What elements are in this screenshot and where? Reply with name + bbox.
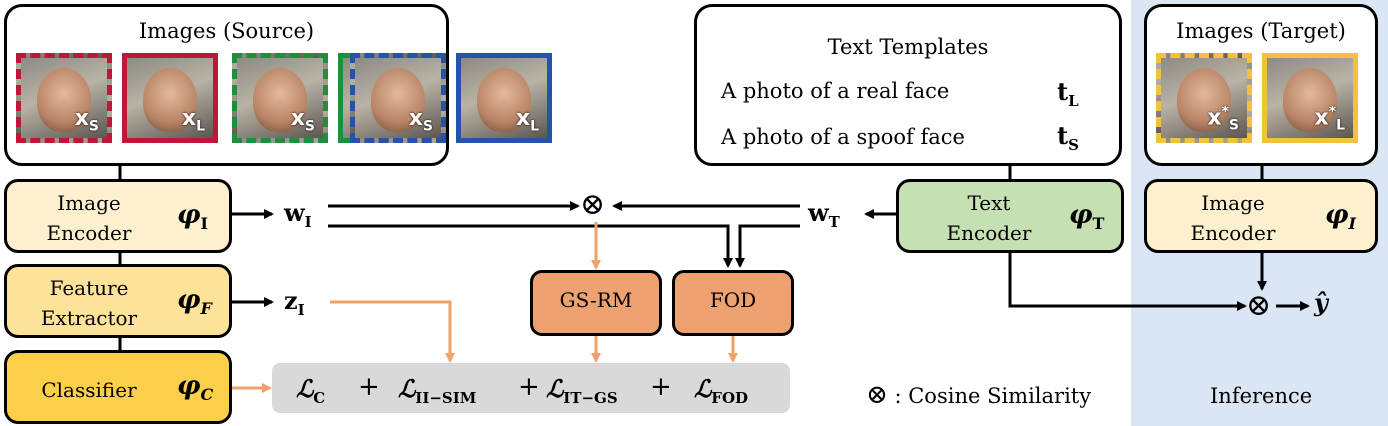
face-photo [1177, 67, 1231, 132]
source-panel-title: Images (Source) [138, 19, 315, 43]
loss-bar [272, 363, 790, 413]
source-image-6: xL [456, 53, 552, 143]
image-label: xS [74, 105, 99, 134]
var-wI: wI [284, 198, 312, 231]
face-photo [371, 67, 425, 132]
cosine-symbol-inference: ⊗ [1246, 288, 1272, 323]
image-label: xL [181, 105, 205, 134]
fod-module: FOD [672, 270, 794, 336]
var-wT: wT [808, 198, 840, 231]
arrow-text-inference [1008, 252, 1247, 311]
face-photo [143, 67, 197, 132]
template-real: A photo of a real face [721, 79, 950, 103]
text-panel-title: Text Templates [827, 35, 989, 59]
arrow-wI-fod [328, 224, 733, 268]
arrow-wT-fod [735, 224, 800, 268]
template-spoof-symbol: tS [1057, 121, 1079, 154]
face-photo [37, 67, 91, 132]
var-zI: zI [284, 286, 305, 319]
face-photo [477, 67, 531, 132]
image-label: x*S [1207, 104, 1239, 134]
text-templates-panel: Text Templates A photo of a real face tL… [694, 4, 1122, 166]
source-image-5: xS [350, 53, 446, 143]
loss-c: ℒC [296, 374, 326, 407]
source-image-2: xL [122, 53, 218, 143]
cosine-symbol-train: ⊗ [580, 187, 606, 222]
classifier-label: Classifier [41, 378, 137, 402]
text-encoder-symbol: φT [1069, 200, 1105, 234]
feature-extractor-symbol: φF [177, 285, 212, 319]
target-image-encoder-symbol: φI [1325, 200, 1357, 234]
arrow-zI-loss [330, 300, 455, 363]
image-label: x*L [1314, 104, 1345, 134]
cosine-legend-text: : Cosine Similarity [894, 384, 1092, 408]
loss-fod: ℒFOD [694, 374, 749, 407]
loss-plus-3: + [650, 372, 672, 402]
loss-ii-sim: ℒII−SIM [398, 374, 477, 407]
var-yhat: ŷ [1314, 288, 1328, 317]
target-image-1: x*S [1156, 53, 1252, 143]
face-photo [253, 67, 307, 132]
loss-plus-1: + [358, 372, 380, 402]
target-image-2: x*L [1262, 53, 1358, 143]
loss-it-gs: ℒIT−GS [546, 374, 618, 407]
classifier-symbol: φC [177, 371, 214, 405]
source-image-1: xS [16, 53, 112, 143]
classifier: Classifier φC [4, 350, 232, 424]
loss-plus-2: + [518, 372, 540, 402]
inference-label: Inference [1210, 384, 1313, 408]
image-label: xS [408, 105, 433, 134]
target-panel-title: Images (Target) [1176, 19, 1346, 43]
face-photo [1283, 67, 1337, 132]
gsrm-module: GS-RM [530, 270, 662, 336]
image-label: xS [290, 105, 315, 134]
source-image-3: xS [232, 53, 328, 143]
image-encoder-symbol: φI [177, 200, 209, 234]
cosine-legend: ⊗ : Cosine Similarity [866, 380, 1091, 410]
cosine-legend-symbol: ⊗ [866, 380, 888, 410]
image-label: xL [515, 105, 539, 134]
template-spoof: A photo of a spoof face [721, 125, 965, 149]
template-real-symbol: tL [1057, 77, 1079, 110]
